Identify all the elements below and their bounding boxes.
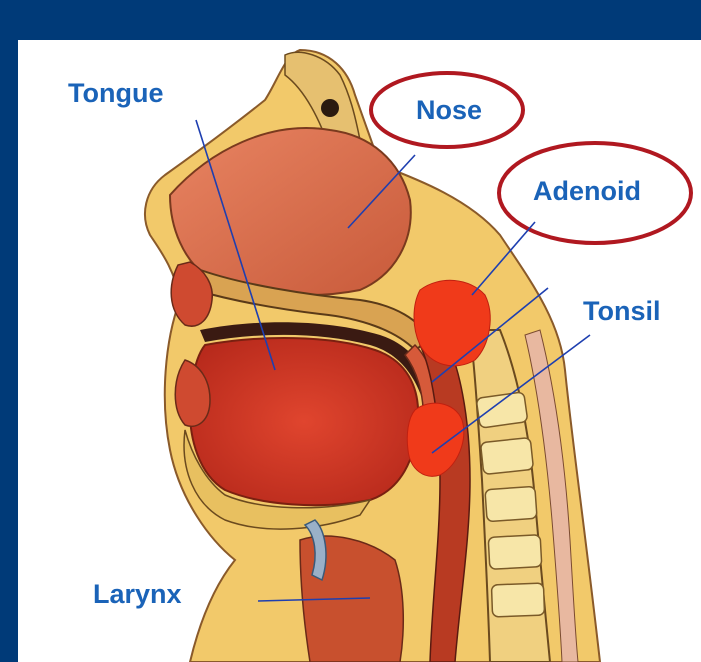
adenoid-label: Adenoid: [533, 178, 641, 205]
tongue-label: Tongue: [68, 80, 163, 107]
adenoid: [414, 280, 490, 366]
larynx-label: Larynx: [93, 581, 182, 608]
tonsil-label: Tonsil: [583, 298, 661, 325]
tongue: [190, 338, 418, 505]
bone-cavity: [321, 99, 339, 117]
nose-label: Nose: [416, 97, 482, 124]
